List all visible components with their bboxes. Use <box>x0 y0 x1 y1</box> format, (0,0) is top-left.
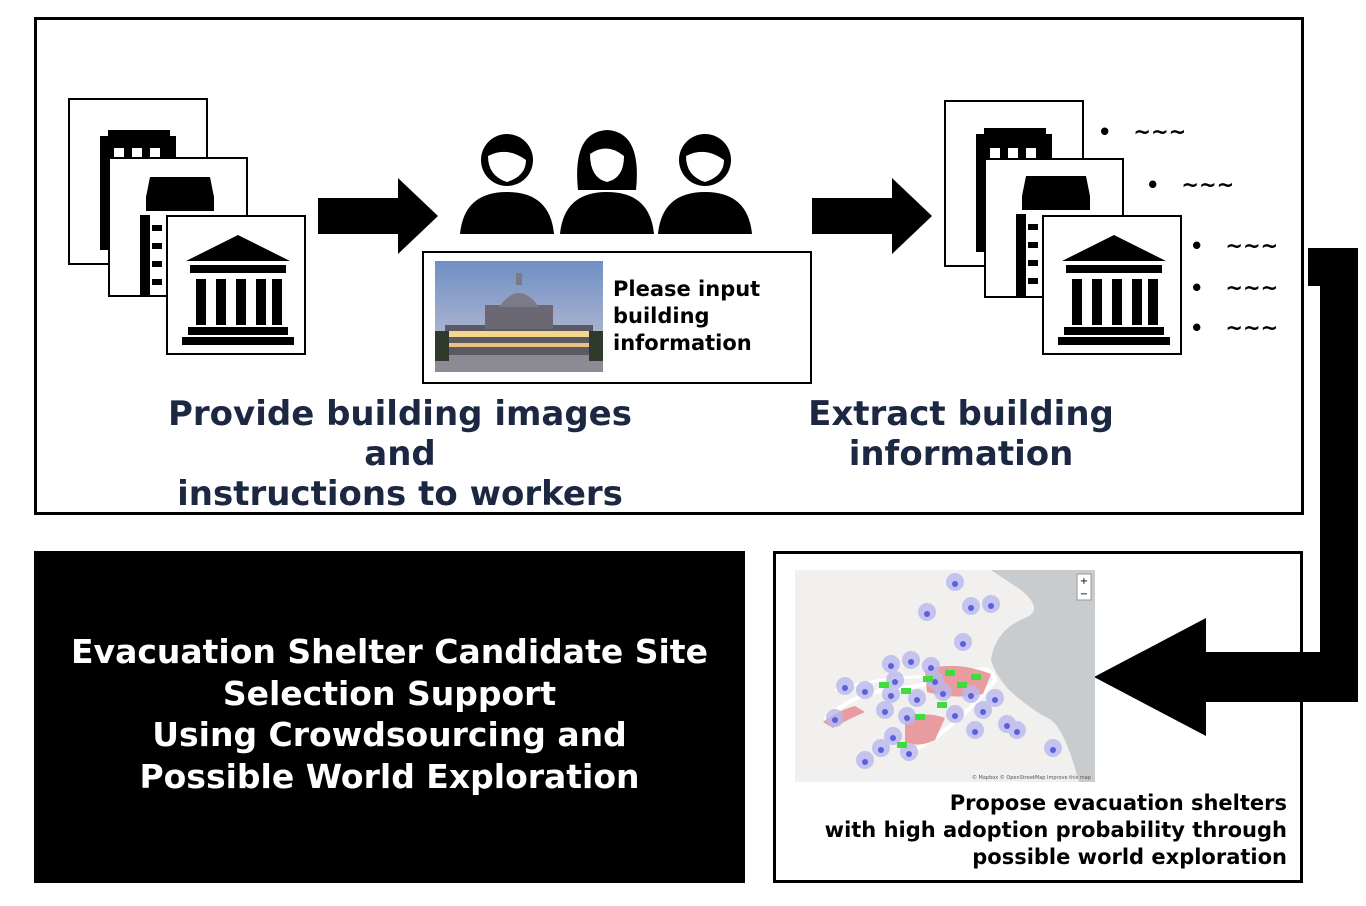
instruction-text: Please input building information <box>613 276 803 357</box>
instruction-line: Please input <box>613 277 761 301</box>
zoom-out-button[interactable]: − <box>1080 589 1088 600</box>
bank-building-icon <box>182 235 294 345</box>
connector-arrow <box>1308 248 1358 696</box>
extracted-item: • ~~~ <box>1190 276 1279 300</box>
worker-woman-icon <box>560 130 654 234</box>
arrow-right-icon <box>318 178 438 254</box>
bank-building-icon <box>1058 235 1170 345</box>
worker-person-icon <box>658 134 752 234</box>
map-caption-line: Propose evacuation shelters <box>949 791 1287 815</box>
apartment-building-icon <box>140 177 214 295</box>
extracted-item: • ~~~ <box>1190 234 1279 258</box>
zoom-control[interactable] <box>1076 573 1092 601</box>
worker-person-icon <box>460 134 554 234</box>
zoom-in-button[interactable]: + <box>1080 576 1088 587</box>
extracted-item: • ~~~ <box>1146 173 1235 197</box>
map-caption-line: possible world exploration <box>972 845 1287 869</box>
step1-caption-line: Provide building images and <box>168 394 632 474</box>
arrow-left-icon <box>1094 618 1358 736</box>
extracted-item: • ~~~ <box>1190 316 1279 340</box>
shelter-candidate-markers <box>832 581 1056 765</box>
building-card-bank <box>1042 215 1182 355</box>
map-caption: Propose evacuation shelters with high ad… <box>790 790 1287 871</box>
building-photo <box>435 261 603 372</box>
map-panel <box>773 551 1303 883</box>
title-box <box>34 551 745 883</box>
apartment-building-icon <box>1016 176 1090 296</box>
instruction-line: information <box>613 331 752 355</box>
diagram-title: Evacuation Shelter Candidate Site Select… <box>34 631 745 797</box>
building-card-bank <box>166 215 306 355</box>
map-caption-line: with high adoption probability through <box>824 818 1287 842</box>
title-line: Selection Support <box>222 673 557 713</box>
selected-shelter-markers <box>879 670 981 748</box>
arrow-right-icon <box>812 178 932 254</box>
step2-caption: Extract building information <box>808 394 1114 474</box>
title-line: Using Crowdsourcing and <box>152 715 627 754</box>
step1-caption-line: instructions to workers <box>177 474 623 514</box>
workflow-panel <box>34 17 1304 515</box>
step1-caption: Provide building images and instructions… <box>130 394 670 514</box>
title-line: Possible World Exploration <box>139 756 640 796</box>
extracted-item: • ~~~ <box>1098 120 1187 144</box>
map-attribution[interactable]: © Mapbox © OpenStreetMap Improve this ma… <box>972 774 1091 781</box>
shelter-map[interactable]: + − © Mapbox © OpenStreetMap Improve thi… <box>795 570 1095 782</box>
instruction-line: building <box>613 304 710 328</box>
title-line: Evacuation Shelter Candidate Site <box>71 632 708 671</box>
